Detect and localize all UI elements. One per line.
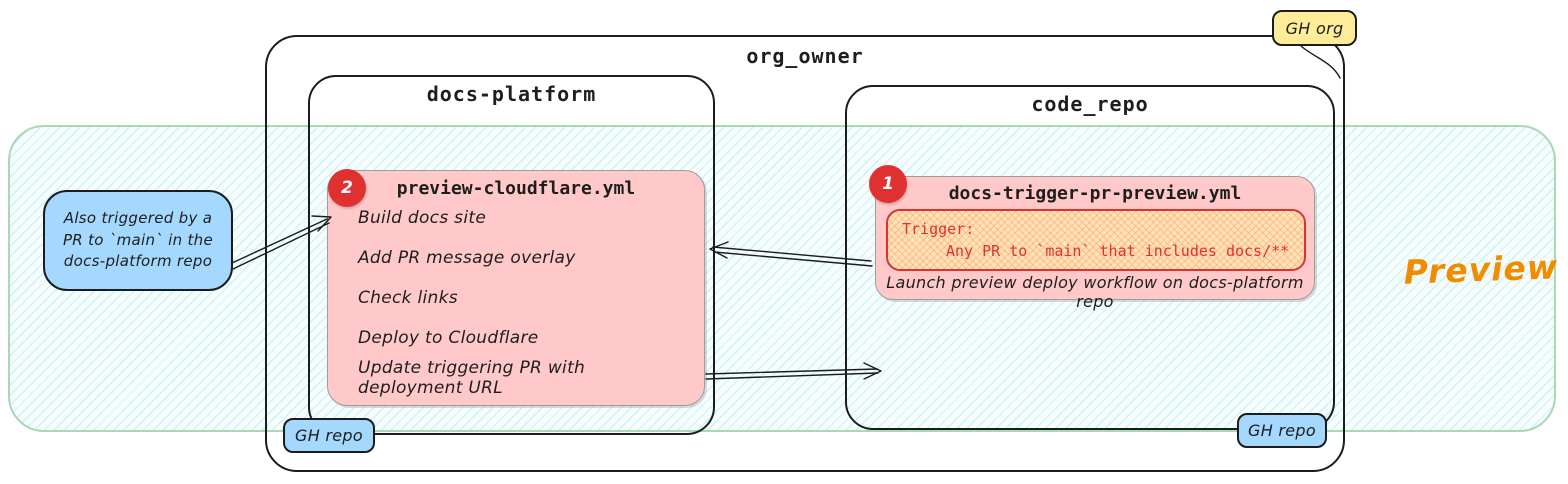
workflow-filename: docs-trigger-pr-preview.yml xyxy=(948,183,1242,204)
trigger-title: Trigger: xyxy=(902,220,975,238)
workflow-step: Check links xyxy=(358,288,458,308)
preview-cloudflare-workflow-card: preview-cloudflare.yml Build docs site A… xyxy=(327,170,705,406)
workflow-step: Build docs site xyxy=(358,208,487,228)
workflow-steps: Build docs site Add PR message overlay C… xyxy=(358,198,694,398)
workflow-step: Update triggering PR with deployment URL xyxy=(358,358,586,398)
preview-zone-label: Preview xyxy=(1403,247,1559,292)
docs-trigger-workflow-card: docs-trigger-pr-preview.yml Trigger: Any… xyxy=(875,176,1315,311)
workflow-step: Add PR message overlay xyxy=(358,248,576,268)
code-repo-title: code_repo xyxy=(1031,92,1149,116)
trigger-rule: Any PR to `main` that includes docs/** xyxy=(946,242,1290,260)
trigger-condition-box: Trigger: Any PR to `main` that includes … xyxy=(886,209,1306,271)
gh-repo-badge-code-repo: GH repo xyxy=(1237,413,1327,448)
step-number-badge: 2 xyxy=(328,169,366,207)
docs-platform-title: docs-platform xyxy=(426,82,597,106)
gh-repo-badge-docs-platform: GH repo xyxy=(283,418,375,453)
gh-org-badge: GH org xyxy=(1272,10,1357,46)
side-note-line: PR to `main` in the xyxy=(62,230,214,249)
side-note-line: docs-platform repo xyxy=(63,252,213,271)
side-note: Also triggered by a PR to `main` in the … xyxy=(43,190,233,291)
workflow-action: Launch preview deploy workflow on docs-p… xyxy=(886,273,1304,311)
org-owner-title: org_owner xyxy=(746,44,864,68)
workflow-step: Deploy to Cloudflare xyxy=(358,328,539,348)
workflow-filename: preview-cloudflare.yml xyxy=(396,178,636,199)
step-number-badge: 1 xyxy=(869,165,907,203)
side-note-line: Also triggered by a xyxy=(63,209,213,228)
